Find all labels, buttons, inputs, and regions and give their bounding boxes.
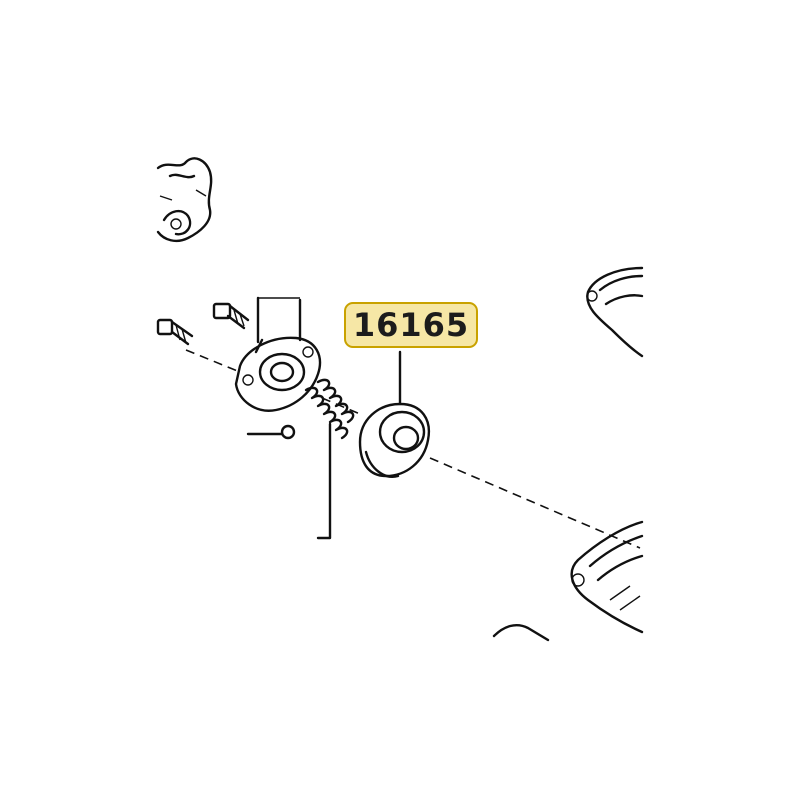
upper-housing-fragment	[156, 157, 213, 243]
assembly-axis-line	[185, 349, 641, 549]
diaphragm-cup-16165	[358, 350, 431, 478]
right-housing-lower	[492, 520, 644, 642]
small-pin	[246, 424, 296, 440]
flange-cover	[234, 336, 322, 412]
screw-left	[156, 318, 194, 346]
leader-lines-top	[256, 296, 302, 344]
spring	[304, 378, 355, 540]
part-number-callout[interactable]: 16165	[344, 302, 478, 348]
right-housing-upper	[586, 266, 644, 358]
part-number-label: 16165	[352, 306, 470, 344]
screw-right	[212, 302, 250, 330]
